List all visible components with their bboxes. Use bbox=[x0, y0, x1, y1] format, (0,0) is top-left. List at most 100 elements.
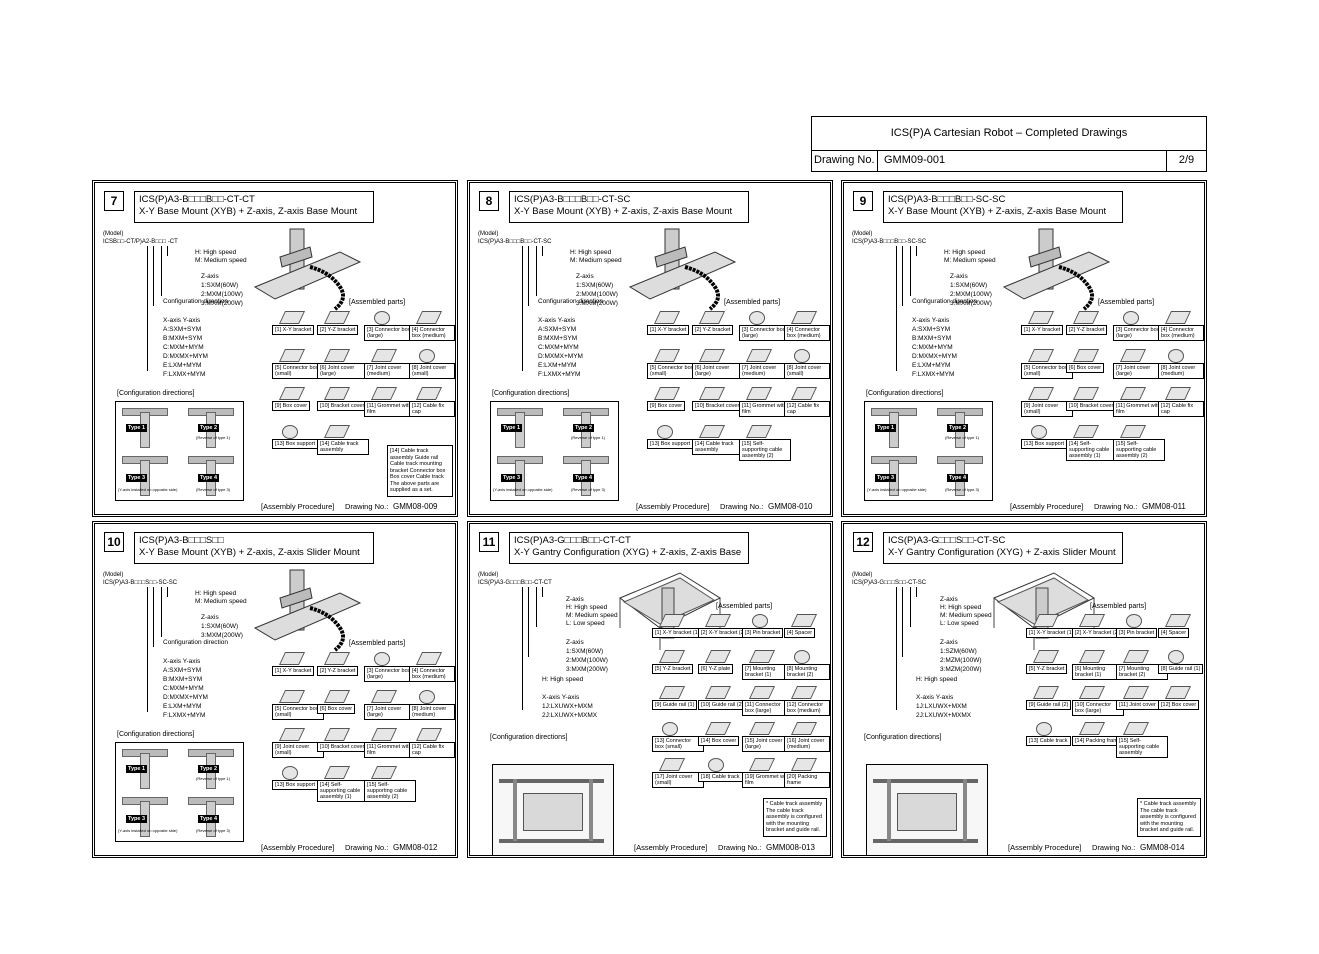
model-label: (Model) bbox=[852, 231, 873, 237]
assembly-procedure-label: [Assembly Procedure] bbox=[261, 502, 335, 511]
part-label: [7] Joint cover (medium) bbox=[364, 363, 416, 379]
part-illustration bbox=[653, 349, 681, 362]
part-label: [12] Cable fix cap bbox=[409, 401, 455, 417]
speed-option: M: Medium speed bbox=[940, 612, 992, 619]
part-illustration bbox=[1072, 425, 1100, 438]
drawing-no-value: GMM08-012 bbox=[393, 843, 438, 852]
work-area bbox=[897, 793, 957, 831]
document-title: ICS(P)A Cartesian Robot – Completed Draw… bbox=[812, 117, 1206, 151]
part-illustration bbox=[415, 387, 443, 400]
part-illustration bbox=[370, 728, 398, 741]
part-label: [14] Cable track assembly bbox=[692, 439, 744, 455]
speed-option: M: Medium speed bbox=[195, 257, 247, 264]
tree-line bbox=[153, 246, 154, 306]
configuration-directions-heading: [Configuration directions] bbox=[864, 734, 942, 741]
part-illustration bbox=[323, 690, 351, 703]
part-illustration bbox=[704, 686, 732, 699]
part-label: [11] Grommet with film bbox=[364, 742, 416, 758]
part-illustration bbox=[748, 722, 776, 735]
part-label: [6] Box cover bbox=[317, 704, 356, 714]
z-axis-option: 1:SXM(60W) bbox=[201, 282, 239, 289]
part-illustration bbox=[1168, 650, 1184, 664]
drawing-no-value: GMM08-010 bbox=[768, 502, 813, 511]
model-label: (Model) bbox=[103, 572, 124, 578]
configuration-type-2: Type 2(Reverse of type 1) bbox=[559, 404, 613, 448]
z-axis-option: 3:MZM(200W) bbox=[940, 666, 982, 673]
part-label: [10] Connector box (large) bbox=[1072, 700, 1124, 716]
z-axis-option: Z-axis bbox=[201, 614, 219, 621]
part-illustration bbox=[323, 766, 351, 779]
part-label: [3] Pin bracket bbox=[1116, 628, 1158, 638]
model-label: (Model) bbox=[103, 231, 124, 237]
xy-axis-option: E:LXM+MYM bbox=[538, 362, 577, 369]
type-note: (Reverse of type 3) bbox=[571, 487, 606, 492]
z-axis-option: 3:MXM(200W) bbox=[201, 300, 243, 307]
z-axis-option: Z-axis bbox=[566, 639, 584, 646]
z-axis-option: 1:SXM(60W) bbox=[950, 282, 988, 289]
speed-option: H: High speed bbox=[566, 604, 608, 611]
panel-subtitle: X-Y Base Mount (XYB) + Z-axis, Z-axis Ba… bbox=[139, 206, 358, 217]
gantry-configuration-diagram bbox=[492, 764, 614, 855]
part-label: [5] Y-Z bracket bbox=[1026, 664, 1068, 674]
model-title: ICS(P)A3-G□□□B□□-CT-CT bbox=[514, 535, 631, 546]
xy-axis-option: F:LXMX+MYM bbox=[163, 712, 206, 719]
drawing-no-label: Drawing No.: bbox=[345, 843, 389, 852]
z-axis-option: 1:SXM(60W) bbox=[576, 282, 614, 289]
part-label: [14] Self-supporting cable assembly (1) bbox=[317, 780, 369, 802]
title-block: ICS(P)A Cartesian Robot – Completed Draw… bbox=[811, 116, 1207, 172]
drawing-no-label: Drawing No.: bbox=[720, 502, 764, 511]
part-illustration bbox=[1027, 349, 1055, 362]
part-illustration bbox=[370, 349, 398, 362]
tree-line bbox=[522, 246, 523, 371]
panel-number: 12 bbox=[853, 532, 873, 552]
part-label: [7] Joint cover (large) bbox=[1113, 363, 1165, 379]
speed-option: L: Low speed bbox=[566, 620, 605, 627]
part-label: [12] Connector box (medium) bbox=[784, 700, 830, 716]
assembled-parts-heading: [Assembled parts] bbox=[349, 299, 406, 306]
configuration-directions-heading: [Configuration directions] bbox=[490, 734, 568, 741]
type-label: Type 4 bbox=[198, 815, 220, 823]
note-box: * Cable track assembly The cable track a… bbox=[763, 798, 827, 837]
gantry-rail bbox=[499, 779, 604, 783]
part-illustration bbox=[1119, 425, 1147, 438]
part-label: [5] Connector box (small) bbox=[272, 704, 324, 720]
speed-option: H: High speed bbox=[940, 604, 982, 611]
speed-option: H: High speed bbox=[195, 249, 237, 256]
part-label: [5] Y-Z bracket bbox=[652, 664, 694, 674]
part-illustration bbox=[323, 311, 351, 324]
part-illustration bbox=[1078, 686, 1106, 699]
configuration-type-4: Type 4(Reverse of type 3) bbox=[184, 793, 238, 837]
tree-line bbox=[536, 246, 537, 296]
speed-option: Z-axis bbox=[566, 596, 584, 603]
drawing-no-label: Drawing No. bbox=[812, 150, 878, 171]
z-axis-option: Z-axis bbox=[950, 273, 968, 280]
part-label: [2] Y-Z bracket bbox=[692, 325, 734, 335]
gantry-beam bbox=[963, 779, 967, 841]
type-note: (Reverse of type 3) bbox=[945, 487, 980, 492]
tree-line bbox=[916, 246, 917, 256]
xy-axis-option: 1J:LXUWX+MXM bbox=[916, 703, 967, 710]
tree-line bbox=[896, 246, 897, 371]
part-illustration bbox=[1027, 311, 1055, 324]
part-label: [10] Bracket cover bbox=[317, 401, 368, 411]
part-illustration bbox=[1072, 387, 1100, 400]
panel-subtitle: X-Y Base Mount (XYB) + Z-axis, Z-axis Ba… bbox=[514, 206, 733, 217]
tree-line bbox=[153, 587, 154, 647]
assembled-parts-heading: [Assembled parts] bbox=[716, 603, 773, 610]
panel-number: 10 bbox=[104, 532, 124, 552]
configuration-direction-label: H: High speed bbox=[916, 676, 958, 683]
part-label: [8] Joint cover (medium) bbox=[409, 704, 455, 720]
xy-axis-option: B:MXM+SYM bbox=[163, 335, 203, 342]
type-label: Type 4 bbox=[198, 474, 220, 482]
xy-axis-option: E:LXM+MYM bbox=[163, 362, 202, 369]
z-axis-option: 3:MXM(200W) bbox=[576, 300, 618, 307]
part-label: [9] Guide rail (2) bbox=[1026, 700, 1072, 710]
part-label: [19] Grommet with film bbox=[742, 772, 794, 788]
tree-line bbox=[147, 587, 148, 712]
assembled-parts-heading: [Assembled parts] bbox=[349, 640, 406, 647]
type-label: Type 3 bbox=[126, 474, 148, 482]
